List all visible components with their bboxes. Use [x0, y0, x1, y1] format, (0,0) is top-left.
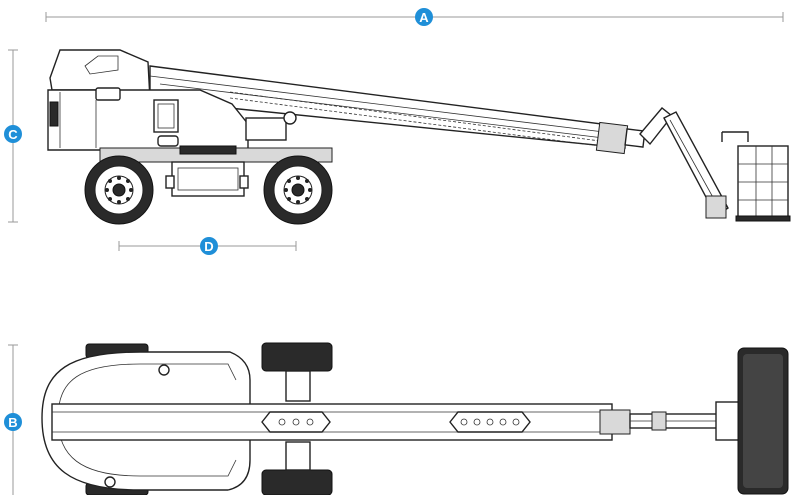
svg-text:A: A — [419, 10, 429, 25]
dimension-c: C — [4, 49, 22, 223]
top-view — [41, 342, 789, 495]
svg-text:B: B — [8, 415, 17, 430]
svg-text:D: D — [204, 239, 213, 254]
turntable — [47, 49, 297, 151]
boom — [149, 65, 646, 155]
top-jib — [629, 401, 747, 441]
top-tire-rear-upper — [261, 342, 333, 402]
dimension-c-badge: C — [4, 125, 22, 143]
svg-text:C: C — [8, 127, 18, 142]
top-platform — [737, 347, 789, 495]
top-boom — [51, 403, 631, 441]
top-tire-rear-lower — [261, 441, 333, 495]
dimension-a: A — [45, 8, 784, 26]
rear-wheel — [263, 155, 333, 225]
side-view — [47, 49, 791, 225]
dimension-b-badge: B — [4, 413, 22, 431]
jib-arm — [639, 107, 729, 219]
dimension-d: D — [118, 237, 297, 255]
front-wheel — [84, 155, 154, 225]
dimension-a-badge: A — [415, 8, 433, 26]
dimension-d-badge: D — [200, 237, 218, 255]
chassis — [99, 145, 333, 197]
platform-basket — [721, 131, 791, 222]
dimension-b: B — [4, 344, 22, 495]
